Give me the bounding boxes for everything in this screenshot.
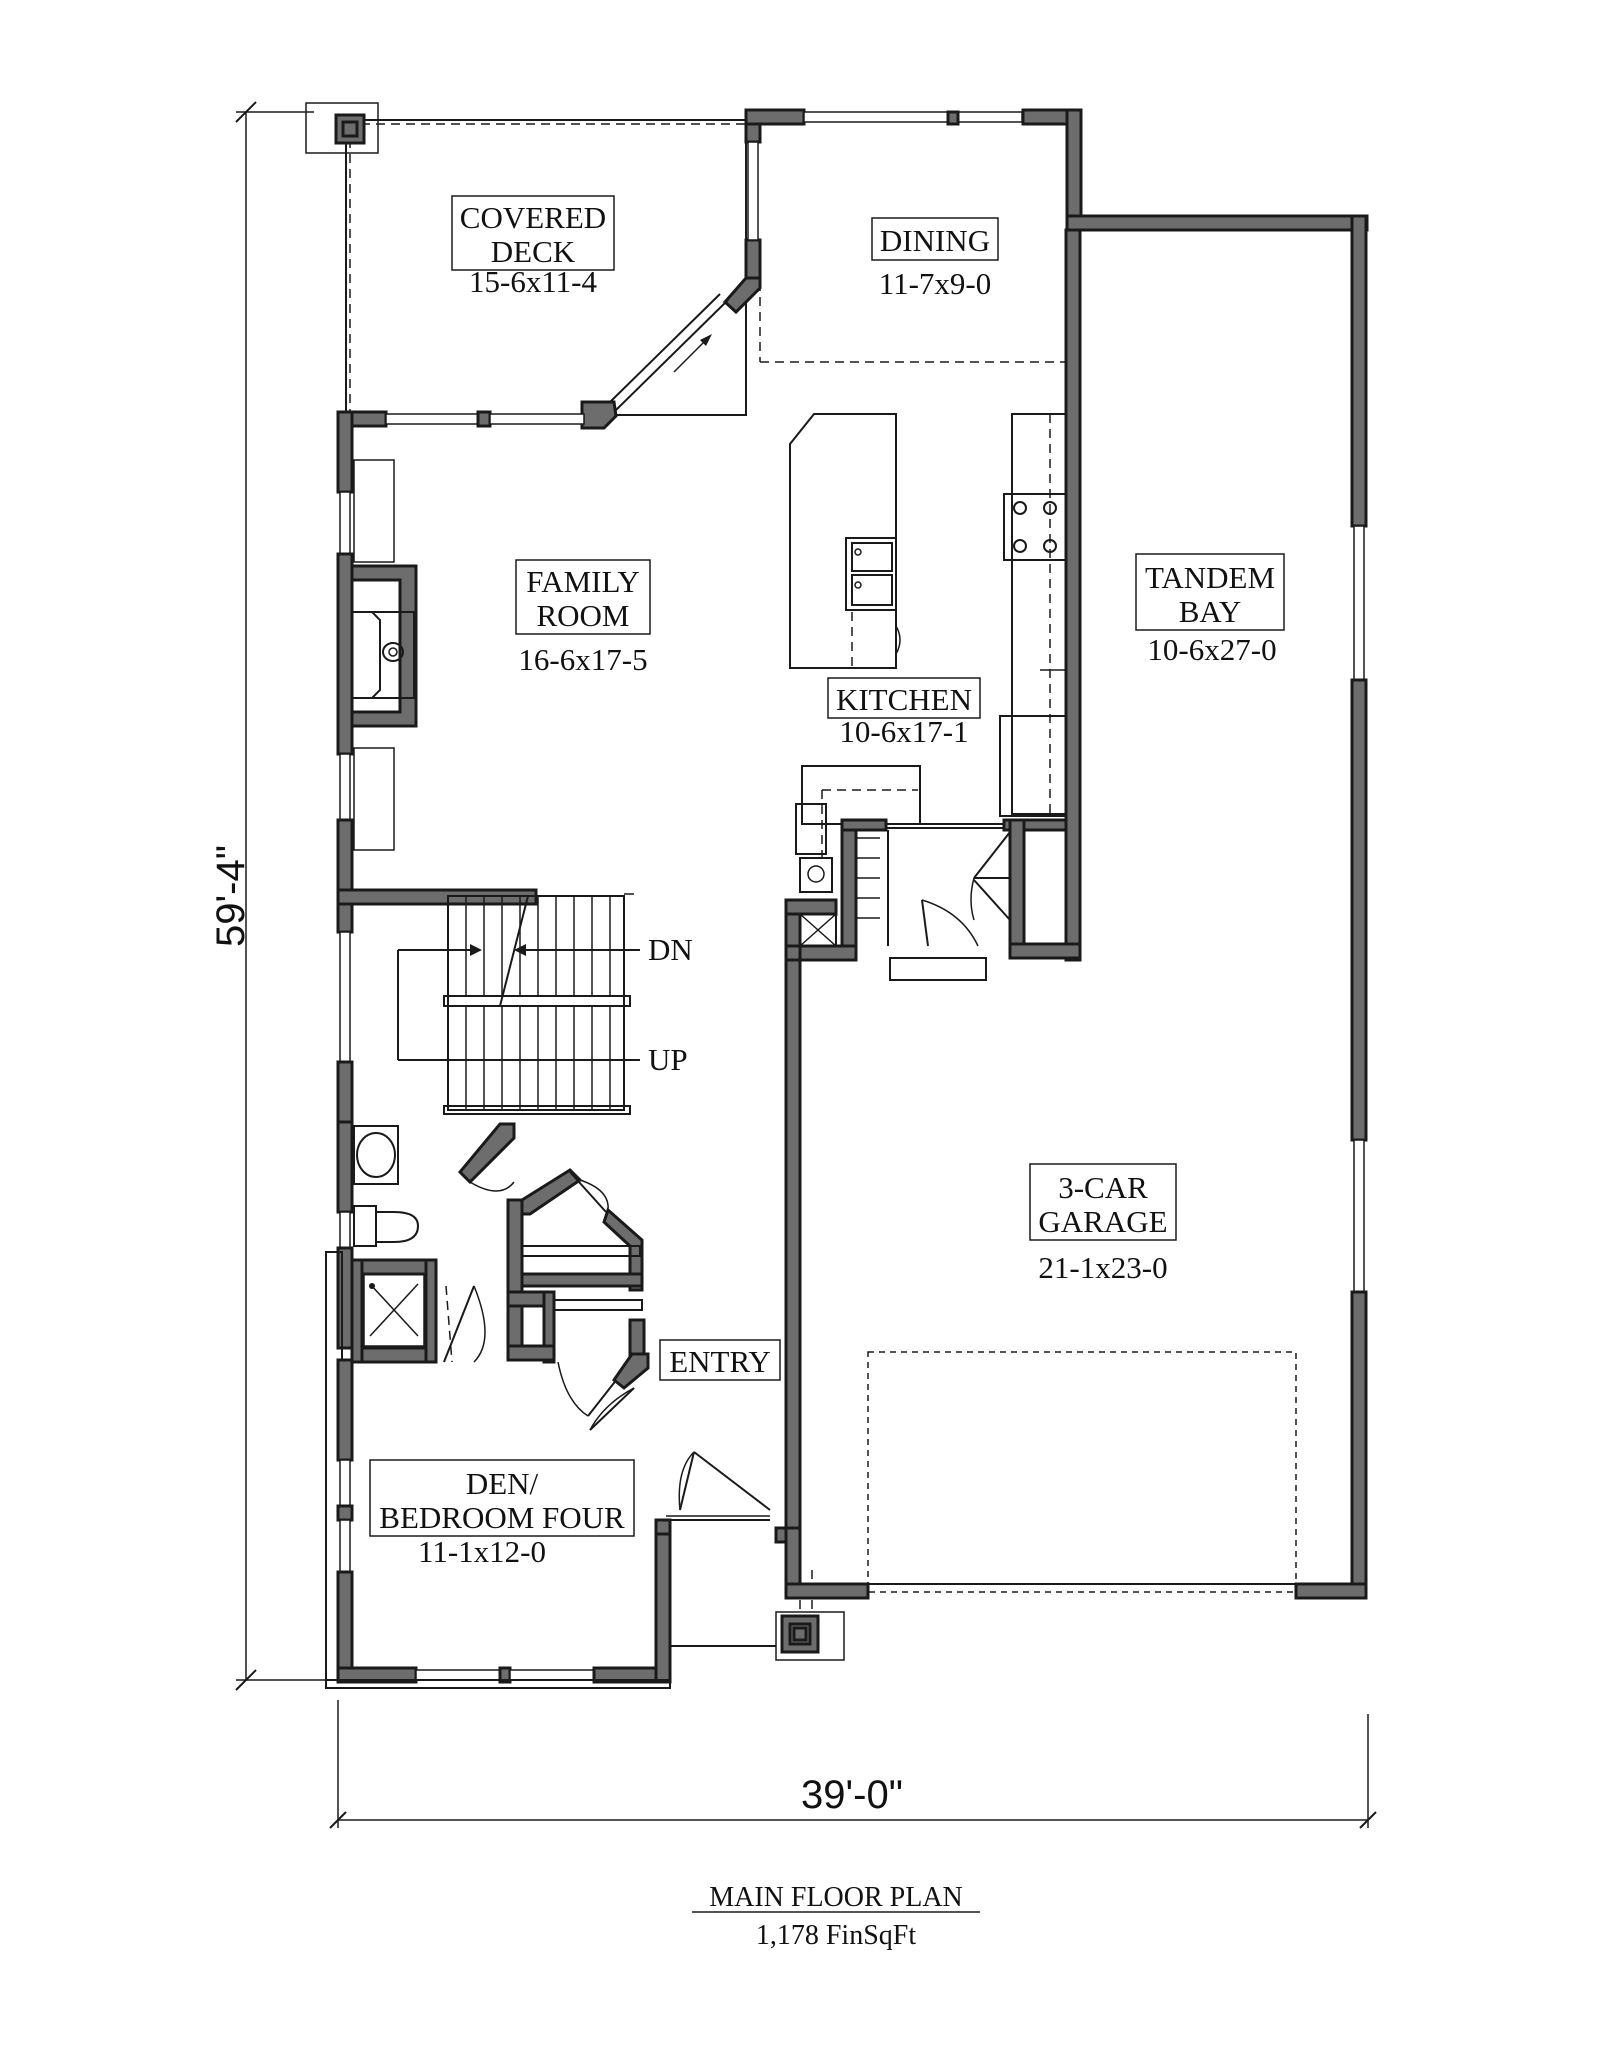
plan-area: 1,178 FinSqFt (756, 1920, 916, 1951)
bath-walls (336, 1120, 516, 1364)
family-room-name-line2: ROOM (536, 598, 629, 633)
stairs-down-label: DN (648, 932, 693, 967)
covered-deck-label: COVERED DECK 15-6x11-4 (451, 195, 615, 299)
family-room-label: FAMILY ROOM 16-6x17-5 (515, 559, 651, 677)
den-name-line2: BEDROOM FOUR (379, 1500, 625, 1535)
dining-walls (722, 108, 1369, 315)
kitchen-size: 10-6x17-1 (839, 714, 968, 749)
tandem-bay-name-line1: TANDEM (1145, 560, 1275, 595)
family-room-name-line1: FAMILY (526, 564, 639, 599)
entry-front-door (589, 1387, 771, 1521)
patio-sliding-door (607, 293, 729, 411)
dining-name: DINING (880, 223, 990, 258)
fireplace (350, 459, 418, 851)
garage-size: 21-1x23-0 (1038, 1250, 1167, 1285)
kitchen-island (789, 413, 901, 669)
bath-door (443, 1285, 486, 1363)
entry-name: ENTRY (669, 1344, 771, 1379)
pantry-walls (784, 228, 1082, 981)
kitchen-label: KITCHEN 10-6x17-1 (827, 677, 981, 749)
width-dimension-label: 39'-0" (801, 1773, 903, 1817)
entry-closets (506, 1168, 650, 1417)
garage-label: 3-CAR GARAGE 21-1x23-0 (1029, 1163, 1177, 1285)
tandem-bay-label: TANDEM BAY 10-6x27-0 (1135, 553, 1285, 667)
den-size: 11-1x12-0 (418, 1534, 546, 1569)
covered-deck-name-line2: DECK (491, 234, 576, 269)
den-walls (325, 1251, 776, 1689)
covered-deck-name-line1: COVERED (460, 200, 606, 235)
entry-label: ENTRY (659, 1339, 781, 1381)
tandem-bay-name-line2: BAY (1179, 594, 1242, 629)
stair-treads (465, 896, 611, 1110)
depth-dimension-label: 59'-4" (209, 845, 253, 947)
den-label: DEN/ BEDROOM FOUR 11-1x12-0 (369, 1459, 635, 1569)
porch-post (775, 1570, 845, 1661)
family-room-walls (336, 410, 585, 1124)
deck-post-top (305, 102, 379, 154)
dining-size: 11-7x9-0 (879, 266, 992, 301)
stairs-up-label: UP (648, 1042, 688, 1077)
stairs (397, 893, 640, 1115)
family-room-size: 16-6x17-5 (518, 642, 647, 677)
plan-title: MAIN FLOOR PLAN (709, 1882, 963, 1913)
kitchen-name: KITCHEN (836, 682, 972, 717)
depth-dimension (235, 101, 326, 1691)
dining-area-outline (759, 282, 1067, 363)
dining-windows (747, 110, 1023, 241)
bath-fixtures (353, 1125, 425, 1347)
covered-deck-size: 15-6x11-4 (469, 264, 597, 299)
kitchen-counter-east (999, 413, 1067, 817)
garage-walls (774, 214, 1368, 1600)
den-name-line1: DEN/ (466, 1466, 539, 1501)
width-dimension (329, 1700, 1377, 1829)
dining-label: DINING 11-7x9-0 (871, 217, 999, 301)
garage-name-line1: 3-CAR (1058, 1170, 1148, 1205)
deck-corner-wall (580, 400, 618, 430)
tandem-bay-size: 10-6x27-0 (1147, 632, 1276, 667)
hall-door (469, 1137, 515, 1192)
garage-name-line2: GARAGE (1038, 1204, 1167, 1239)
